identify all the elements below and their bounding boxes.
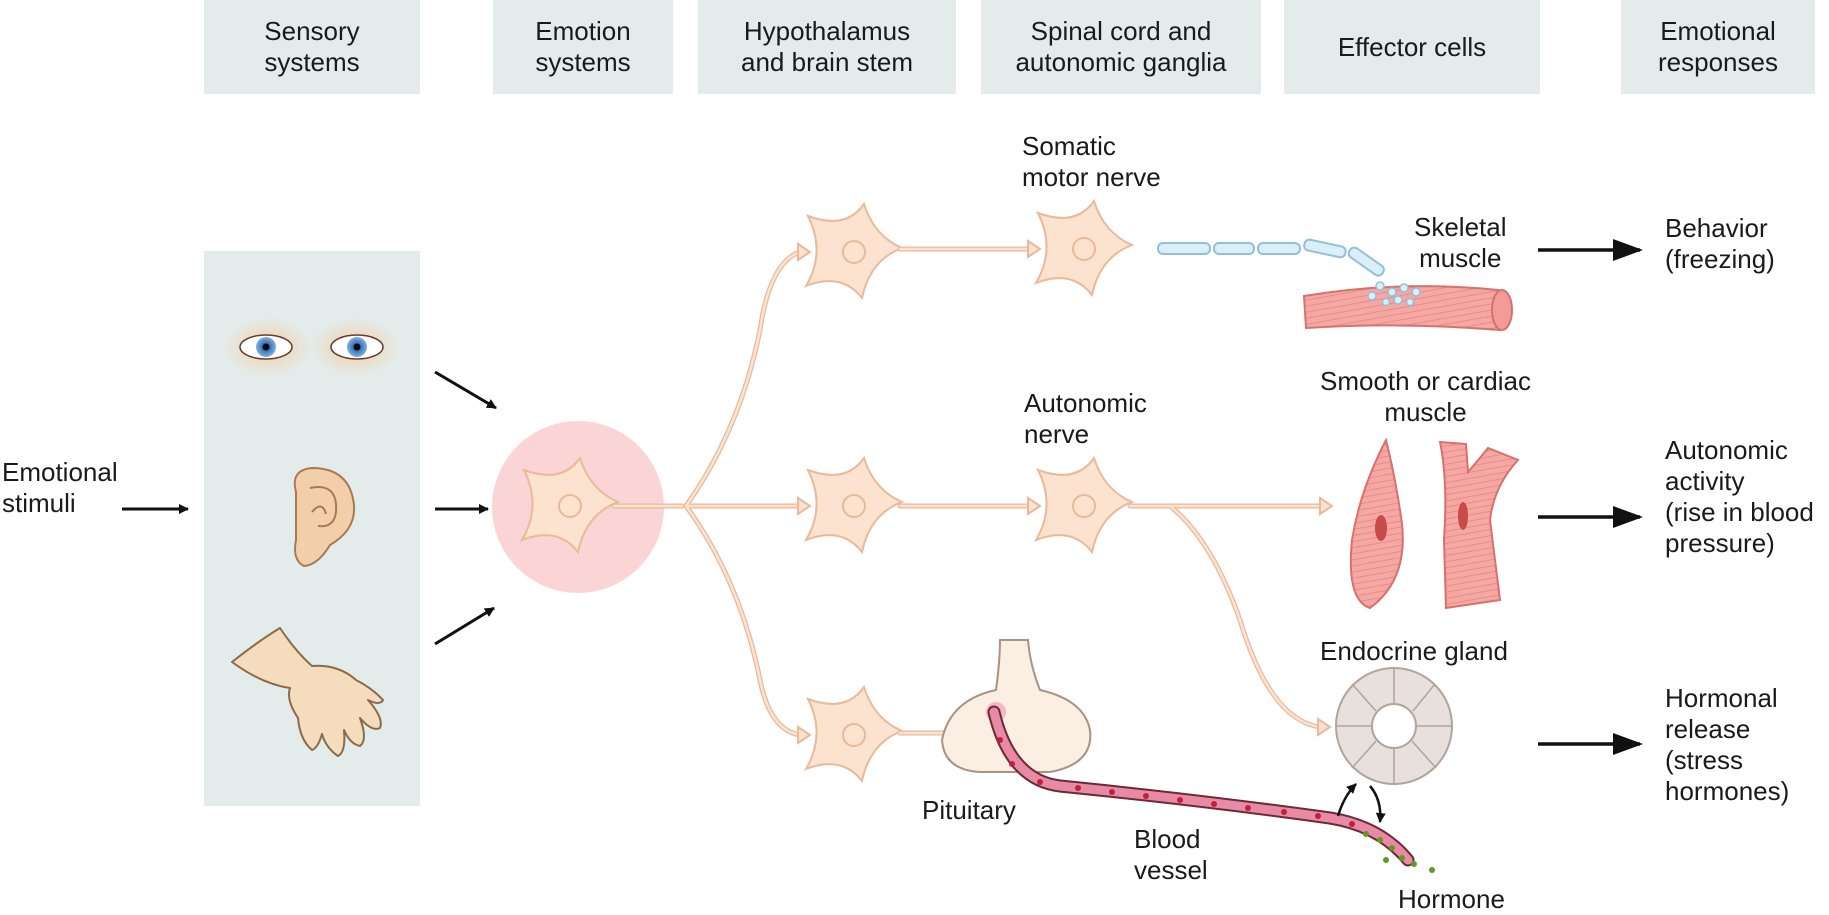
label-endocrine-gland: Endocrine gland <box>1320 636 1508 666</box>
arrow-eye-to-emotion <box>434 370 497 410</box>
label-emotional-stimuli: Emotional stimuli <box>2 457 118 518</box>
hypothalamus-neuron-endocrine <box>805 686 903 782</box>
endocrine-gland-icon <box>1335 667 1453 785</box>
label-autonomic-nerve: Autonomic nerve <box>1024 388 1147 449</box>
arrow-touch-to-emotion <box>434 606 495 646</box>
arrow-vessel-to-gland <box>1336 783 1357 817</box>
header-effector-cells: Effector cells <box>1284 0 1540 94</box>
hypothalamus-neuron-autonomic <box>805 457 903 553</box>
header-spinal-cord-ganglia: Spinal cord and autonomic ganglia <box>981 0 1261 94</box>
header-emotion-systems: Emotion systems <box>493 0 673 94</box>
blood-cells <box>997 737 1355 827</box>
ear-icon <box>293 466 356 568</box>
spinal-neuron-somatic <box>1035 200 1133 296</box>
arrow-gland-to-vessel <box>1369 785 1386 823</box>
header-emotional-responses: Emotional responses <box>1621 0 1815 94</box>
response-autonomic-activity: Autonomic activity (rise in blood pressu… <box>1665 435 1814 558</box>
hypothalamus-neuron-somatic <box>805 203 903 299</box>
label-blood-vessel: Blood vessel <box>1134 824 1208 885</box>
ganglion-neuron-autonomic <box>1035 457 1133 553</box>
label-somatic-motor-nerve: Somatic motor nerve <box>1022 131 1161 192</box>
hormone-dots <box>1363 831 1435 873</box>
header-sensory-systems: Sensory systems <box>204 0 420 94</box>
myelinated-axon <box>1157 238 1385 277</box>
header-hypothalamus-brain-stem: Hypothalamus and brain stem <box>698 0 956 94</box>
smooth-muscle-icon <box>1349 437 1404 610</box>
label-pituitary: Pituitary <box>922 795 1016 825</box>
hand-icon <box>231 627 384 757</box>
label-hormone: Hormone <box>1398 884 1505 914</box>
label-smooth-cardiac-muscle: Smooth or cardiac muscle <box>1320 366 1531 427</box>
skeletal-muscle-icon <box>1302 281 1513 332</box>
cardiac-muscle-icon <box>1438 440 1520 610</box>
response-behavior: Behavior (freezing) <box>1665 213 1775 274</box>
label-skeletal-muscle: Skeletal muscle <box>1414 212 1507 273</box>
response-hormonal-release: Hormonal release (stress hormones) <box>1665 683 1790 806</box>
eyes-icon <box>223 317 400 377</box>
